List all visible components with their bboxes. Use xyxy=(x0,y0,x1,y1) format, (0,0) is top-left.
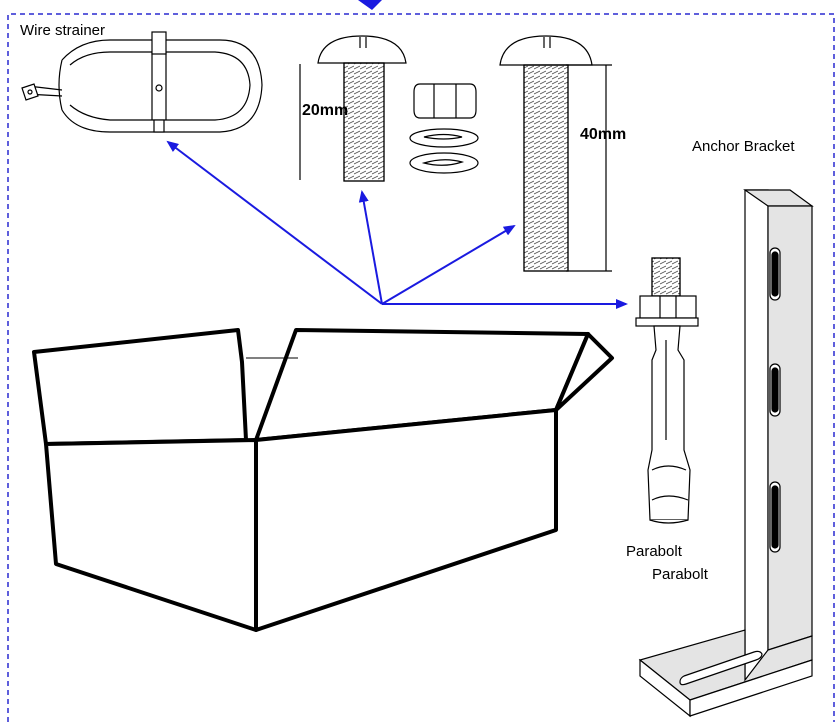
wire-strainer-icon xyxy=(21,31,263,133)
label-anchor-bracket: Anchor Bracket xyxy=(692,138,795,155)
connector-arrows xyxy=(166,140,628,309)
short-screw-icon xyxy=(299,35,407,182)
arrow-to-short-screw xyxy=(358,190,383,305)
label-parabolt-1: Parabolt xyxy=(626,543,682,560)
frame-pointer-icon xyxy=(358,0,382,10)
label-parabolt-2: Parabolt xyxy=(652,566,708,583)
cardboard-box-icon xyxy=(32,328,614,632)
arrow-to-wire-strainer xyxy=(166,140,383,305)
label-wire-strainer: Wire strainer xyxy=(20,22,106,39)
long-screw-icon xyxy=(499,35,612,272)
parabolt-icon xyxy=(635,257,699,524)
anchor-bracket-icon xyxy=(638,189,814,718)
hex-nut-icon xyxy=(413,83,477,119)
label-40mm: 40mm xyxy=(580,126,627,143)
arrow-to-long-screw xyxy=(381,224,516,305)
label-20mm: 20mm xyxy=(302,102,349,119)
washer-icon xyxy=(409,128,479,174)
dashed-frame xyxy=(7,0,835,722)
